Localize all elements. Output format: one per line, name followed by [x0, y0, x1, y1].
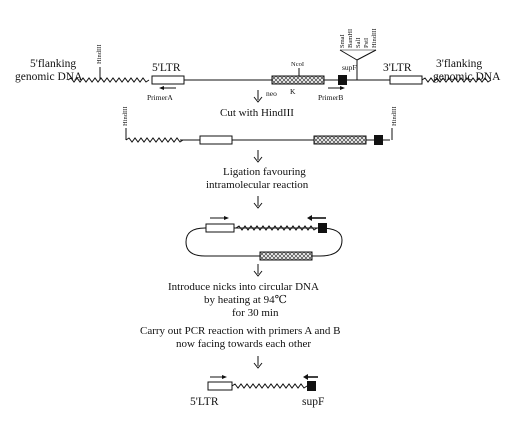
neo-box	[259, 251, 313, 261]
flank3-label-2: genomic DNA	[433, 71, 501, 83]
ltr5-box	[205, 223, 235, 233]
neo-box	[313, 135, 367, 145]
ltr5-box	[207, 381, 233, 391]
polylinker-site: HindIII	[371, 29, 378, 49]
supf-box	[374, 135, 383, 145]
k-label: K	[290, 87, 296, 96]
hindiii-left-label: HindIII	[96, 45, 103, 65]
primerA-label: PrimerA	[147, 93, 173, 102]
step-arrow	[253, 150, 263, 163]
step-nicks-1: Introduce nicks into circular DNA	[168, 281, 319, 293]
flank3-label-1: 3'flanking	[436, 58, 482, 70]
supf-box	[318, 223, 327, 233]
ltr5-label: 5'LTR	[152, 62, 181, 74]
hindiii-left-label: HindIII	[122, 107, 129, 127]
row2-fragment: HindIII HindIII	[122, 107, 398, 145]
primerB-arrowhead	[340, 86, 345, 90]
ltr5-box	[199, 135, 233, 145]
supf-box	[307, 381, 316, 391]
step-nicks-2: by heating at 94℃	[204, 294, 287, 306]
ltr3-box	[389, 75, 423, 85]
ltr5-box	[151, 75, 185, 85]
primerA-arrowhead	[159, 86, 164, 90]
step-pcr-1: Carry out PCR reaction with primers A an…	[140, 325, 340, 337]
ncoi-label: NcoI	[291, 61, 304, 68]
primerB-arrowhead	[307, 215, 312, 221]
step-cut: Cut with HindIII	[220, 107, 294, 119]
polylinker-site: PstI	[363, 38, 370, 48]
neo-box	[271, 75, 325, 85]
step-arrow	[253, 264, 263, 277]
step-ligation-2: intramolecular reaction	[206, 179, 309, 191]
flank5-label-1: 5'flanking	[30, 58, 76, 70]
supf-label: supF	[342, 63, 357, 72]
supf-box	[338, 75, 347, 85]
primerA-arrowhead	[224, 216, 229, 220]
hindiii-right-label: HindIII	[391, 107, 398, 127]
primerB-label: PrimerB	[318, 93, 343, 102]
genomic-dna-right	[421, 77, 492, 83]
polylinker: SmaI BamHI SalI PstI HindIII	[339, 29, 378, 80]
step-arrow	[253, 90, 263, 103]
pcr-product: 5'LTR supF	[190, 374, 324, 408]
step-ligation-1: Ligation favouring	[223, 166, 306, 178]
polylinker-site: BamHI	[347, 29, 354, 48]
row1-construct: 5'flanking genomic DNA 3'flanking genomi…	[15, 29, 501, 103]
flank5-label-2: genomic DNA	[15, 71, 83, 83]
genomic-dna-left	[67, 77, 150, 83]
neo-label: neo	[266, 89, 277, 98]
step-nicks-3: for 30 min	[232, 307, 279, 319]
polylinker-site: SalI	[355, 38, 362, 48]
circular-dna	[185, 215, 343, 261]
ltr3-label: 3'LTR	[383, 62, 412, 74]
final-ltr5-label: 5'LTR	[190, 396, 219, 408]
final-supf-label: supF	[302, 396, 324, 408]
step-pcr-2: now facing towards each other	[176, 338, 311, 350]
step-arrow	[253, 196, 263, 209]
step-arrow	[253, 356, 263, 369]
primerB-arrowhead	[303, 374, 308, 380]
primerA-arrowhead	[222, 375, 227, 379]
polylinker-site: SmaI	[339, 34, 346, 48]
